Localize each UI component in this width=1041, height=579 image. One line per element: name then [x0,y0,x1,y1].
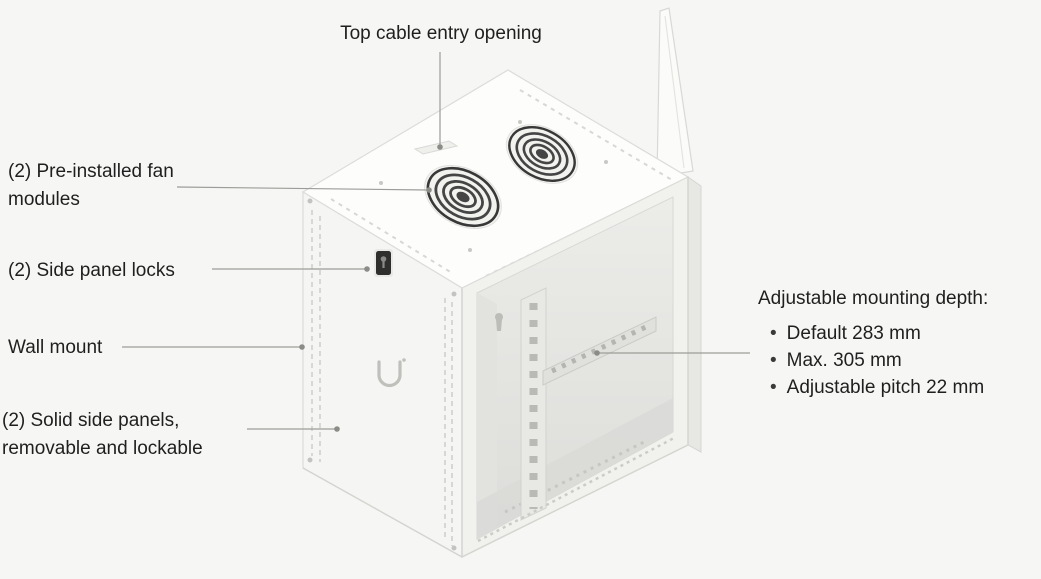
rack-rail-vertical [520,287,547,521]
lock-icon [374,249,393,277]
mounting-depth-item: • Default 283 mm [770,320,1040,347]
fan-icon [424,164,502,230]
panel-corner-screws [307,198,457,551]
mounting-depth-item: • Max. 305 mm [770,347,1040,374]
mounting-depth-title: Adjustable mounting depth: [758,288,989,309]
side-vent-slots [311,210,453,546]
brand-logo-icon [377,358,406,388]
side-panel [302,190,463,559]
callout-mounting-depth: Adjustable mounting depth: • Default 283… [758,286,1040,401]
leader-dots [299,144,600,432]
bullet-glyph: • [770,376,777,398]
leader-lines [122,52,750,430]
cabinet-edges [302,177,689,558]
bullet-glyph: • [770,349,777,371]
mounting-depth-list: • Default 283 mm • Max. 305 mm • Adjusta… [758,320,1040,401]
mounting-depth-item-label: Max. 305 mm [786,349,902,371]
front-opening [461,176,689,558]
mounting-depth-item-label: Adjustable pitch 22 mm [786,376,985,398]
mounting-depth-item: • Adjustable pitch 22 mm [770,374,1040,401]
keyhole-slot [495,313,503,331]
callout-side-panels: (2) Solid side panels, removable and loc… [2,410,203,459]
mounting-depth-item-label: Default 283 mm [786,322,921,344]
callout-side-panel-locks: (2) Side panel locks [8,260,175,281]
wall-bracket-plate [687,176,702,453]
callout-fan-modules: (2) Pre-installed fan modules [8,161,174,210]
callout-top-cable-entry: Top cable entry opening [340,23,542,44]
cable-entry-opening [413,140,459,155]
mounting-depth-rail [542,316,657,386]
fan-icon [505,124,579,184]
front-vent-slots [477,436,675,543]
bullet-glyph: • [770,322,777,344]
callout-wall-mount: Wall mount [8,337,103,358]
leader-fans [176,186,428,191]
wall-bracket-blade [656,7,694,178]
top-screws [379,120,608,252]
